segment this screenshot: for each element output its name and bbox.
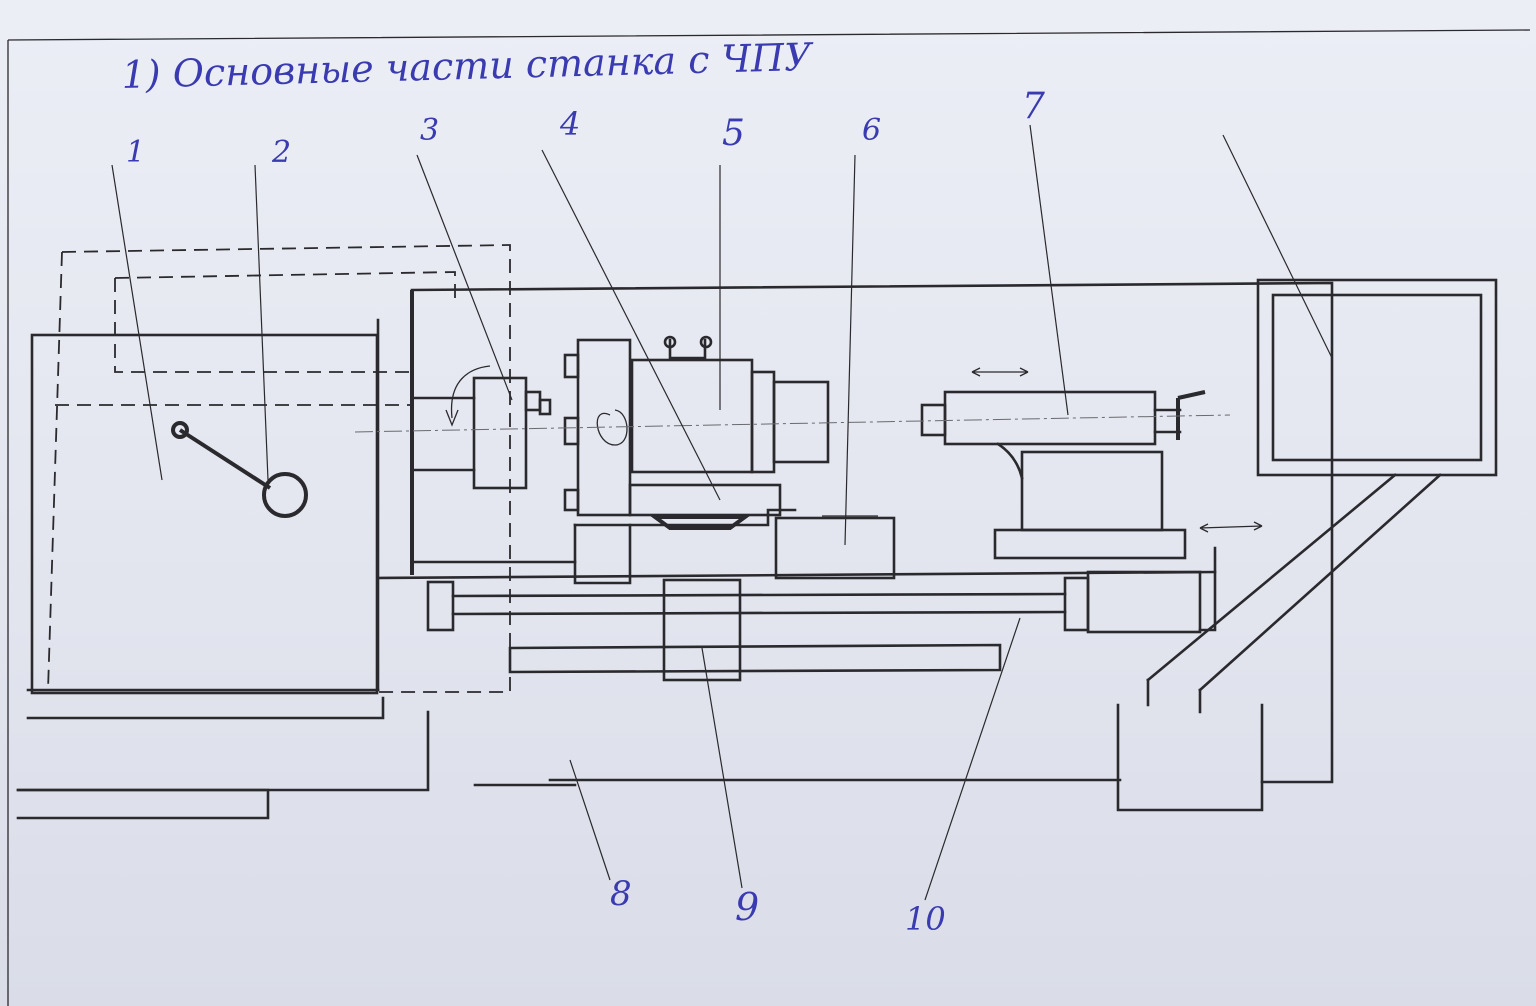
turret-carriage — [563, 338, 797, 585]
callout-7: 7 — [1022, 86, 1045, 127]
sheet-border — [7, 29, 1531, 1006]
callout-5: 5 — [722, 113, 745, 154]
callout-3: 3 — [420, 113, 439, 148]
machine-frame — [16, 281, 1334, 820]
callout-labels: 1 2 3 4 5 6 7 8 9 10 — [126, 86, 1045, 938]
callout-4: 4 — [559, 105, 580, 143]
callout-1: 1 — [126, 135, 145, 170]
diagram-title: 1) Основные части станка с ЧПУ — [121, 35, 814, 97]
control-panel — [1116, 278, 1498, 812]
control-lever — [171, 421, 308, 518]
callout-2: 2 — [271, 135, 291, 170]
tailstock — [920, 367, 1263, 560]
spindle-axis — [354, 414, 1231, 433]
tool-head — [630, 335, 830, 474]
callout-10: 10 — [905, 900, 946, 938]
leader-lines — [111, 124, 1333, 901]
callout-8: 8 — [610, 874, 632, 914]
cross-slide — [774, 515, 896, 580]
callout-6: 6 — [862, 113, 881, 148]
apron — [662, 578, 742, 682]
callout-9: 9 — [735, 885, 759, 929]
spindle-chuck — [410, 365, 552, 490]
lead-screw — [426, 570, 1202, 674]
